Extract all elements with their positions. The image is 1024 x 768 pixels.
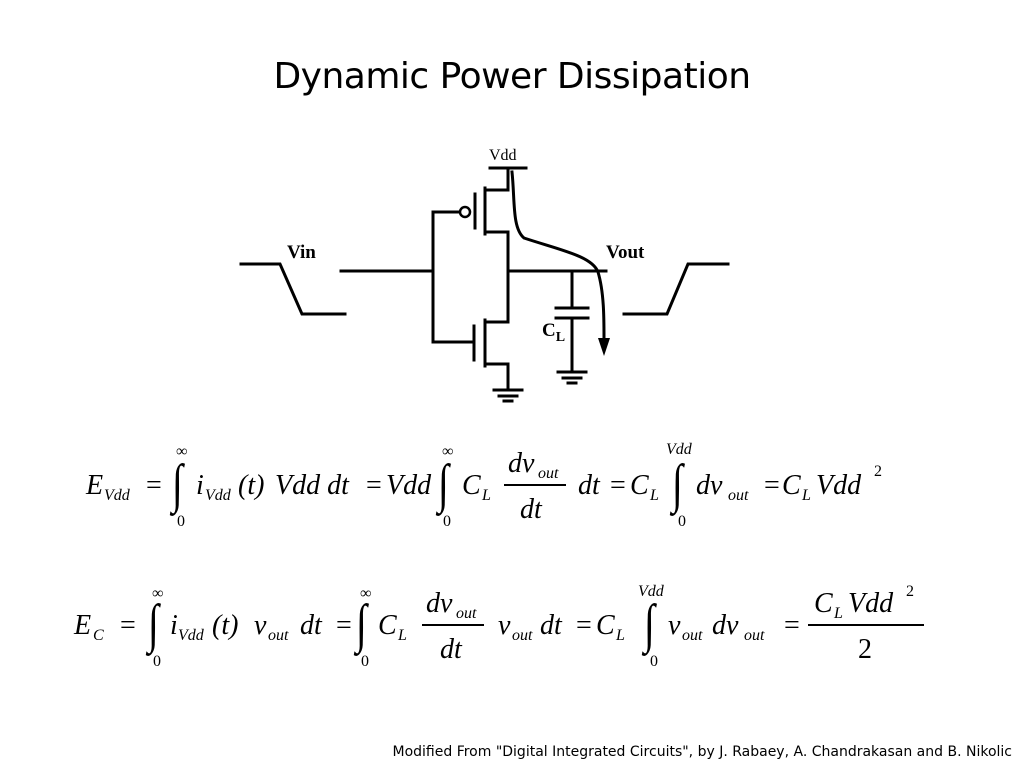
cap-label: CL	[542, 320, 565, 345]
energy-capacitor-equation: E C = ∞ ∫ 0 i Vdd (t) v out dt = ∞ ∫ 0 C…	[0, 584, 1024, 684]
charging-current-arrow	[510, 170, 606, 340]
nmos-transistor	[431, 318, 510, 368]
integral-sign: ∫	[172, 452, 183, 514]
energy-supply-equation: E Vdd = ∞ ∫ 0 i Vdd (t) Vdd dt = Vdd ∞ ∫…	[86, 441, 882, 530]
vin-label: Vin	[287, 242, 316, 263]
ground-symbol-cap	[556, 370, 588, 385]
integral-sign: ∫	[438, 452, 449, 514]
vdd-label: Vdd	[489, 147, 517, 164]
integral-sign: ∫	[644, 592, 655, 654]
fraction-bar	[422, 624, 484, 626]
cmos-inverter-diagram: Vdd Vin Vout CL	[239, 147, 730, 403]
load-capacitor	[554, 269, 590, 372]
slide-title: Dynamic Power Dissipation	[273, 56, 751, 97]
current-arrowhead	[598, 338, 610, 356]
fraction-bar	[504, 484, 566, 486]
pmos-transistor	[431, 186, 510, 236]
ground-symbol-nmos	[492, 388, 524, 403]
integral-sign: ∫	[672, 452, 683, 514]
output-waveform	[622, 262, 730, 316]
input-waveform	[239, 262, 347, 316]
fraction-bar	[808, 624, 924, 626]
integral-sign: ∫	[356, 592, 367, 654]
vout-label: Vout	[606, 242, 645, 263]
attribution-footer: Modified From "Digital Integrated Circui…	[392, 744, 1013, 760]
integral-sign: ∫	[148, 592, 159, 654]
